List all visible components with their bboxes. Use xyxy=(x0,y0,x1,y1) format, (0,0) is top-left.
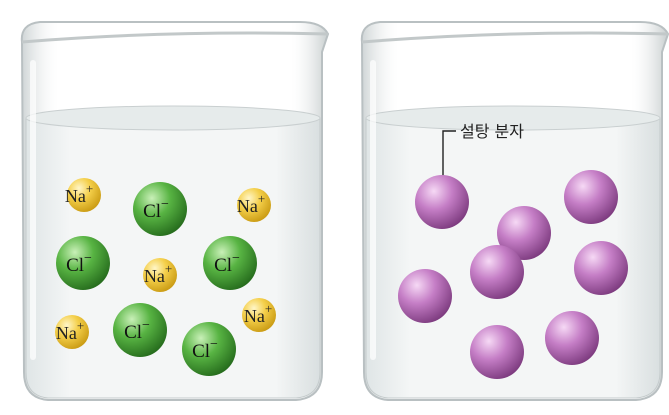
ion-cl-label: Cl− xyxy=(214,251,240,276)
ion-cl-label: Cl− xyxy=(66,251,92,276)
ion-na: Na+ xyxy=(242,298,276,332)
ion-cl: Cl− xyxy=(182,322,236,376)
ion-cl: Cl− xyxy=(56,236,110,290)
sugar-molecule xyxy=(574,241,628,295)
ion-cl-label: Cl− xyxy=(143,197,169,222)
sugar-molecule xyxy=(398,269,452,323)
sugar-molecule xyxy=(545,311,599,365)
ion-na-label: Na+ xyxy=(65,181,93,206)
callout-leader-line xyxy=(442,130,456,185)
ion-cl: Cl− xyxy=(203,236,257,290)
sugar-molecule xyxy=(470,325,524,379)
sugar-molecule-callout: 설탕 분자 xyxy=(442,122,524,185)
ion-cl: Cl− xyxy=(113,303,167,357)
sugar-molecule xyxy=(564,170,618,224)
ion-na: Na+ xyxy=(65,178,101,212)
sugar-molecule xyxy=(415,175,469,229)
ion-na: Na+ xyxy=(143,258,177,292)
sugar-molecule xyxy=(497,206,551,260)
ion-na-label: Na+ xyxy=(244,301,272,326)
ion-na: Na+ xyxy=(55,315,89,349)
sugar-molecule xyxy=(470,245,524,299)
ion-na: Na+ xyxy=(237,188,271,222)
ion-cl-label: Cl− xyxy=(124,318,150,343)
ion-na-label: Na+ xyxy=(144,261,172,286)
sugar-molecule-label: 설탕 분자 xyxy=(460,122,524,141)
ion-na-label: Na+ xyxy=(56,318,84,343)
ion-cl-label: Cl− xyxy=(192,337,218,362)
ion-cl: Cl− xyxy=(133,182,187,236)
ion-na-label: Na+ xyxy=(237,191,265,216)
